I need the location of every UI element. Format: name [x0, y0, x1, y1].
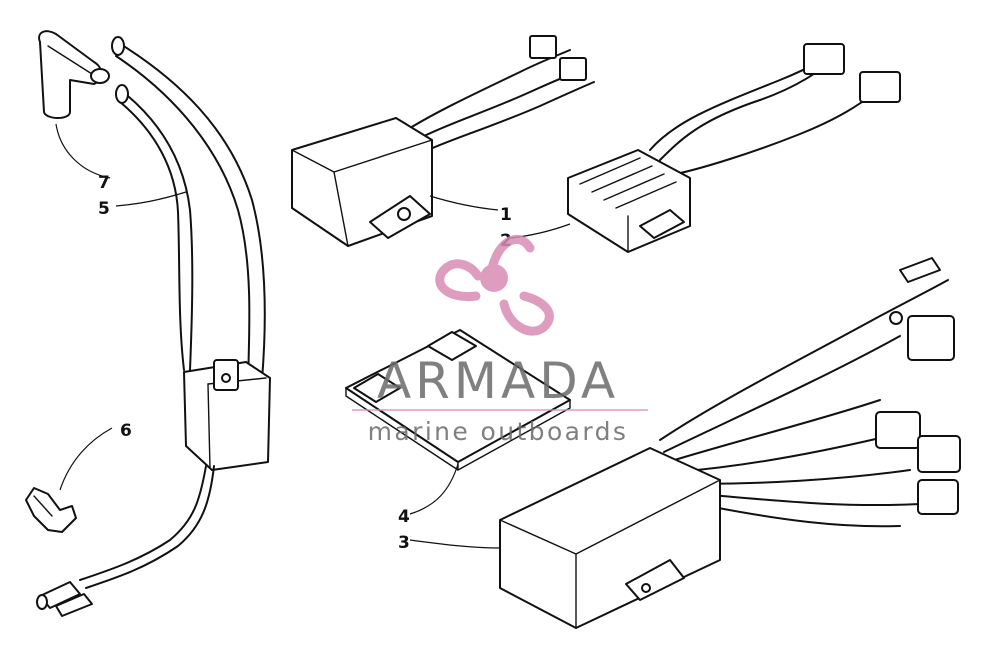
callout-1: 1 [500, 205, 512, 225]
armada-watermark: ARMADA marine outboards [352, 234, 648, 446]
ring-terminal [889, 311, 903, 325]
harness-connector-d [917, 479, 959, 515]
cdi-connector-b [559, 57, 587, 81]
wiring-harness [659, 257, 961, 528]
harness-connector-a [907, 315, 955, 361]
ht-lead-d [119, 101, 185, 371]
regulator-connector-b [859, 71, 901, 103]
coil-lead-lower [79, 465, 207, 581]
control-box [499, 447, 721, 629]
leader-6 [59, 427, 113, 491]
ignition-coil-body [183, 361, 271, 471]
ht-lead-a [113, 39, 266, 381]
cable-clip [25, 487, 77, 533]
leader-3 [409, 539, 501, 549]
leader-7 [55, 123, 111, 179]
ht-lead-c [117, 87, 194, 371]
cdi-connector-a [529, 35, 557, 59]
callout-7: 7 [98, 173, 110, 193]
harness-connector-c [917, 435, 961, 473]
circuit-board [345, 329, 571, 471]
leader-5 [115, 191, 187, 207]
harness-bullet-connector [899, 257, 941, 283]
callout-5: 5 [98, 199, 110, 219]
propeller-logo-icon [435, 234, 554, 336]
watermark-tagline: marine outboards [368, 417, 629, 446]
callout-4: 4 [398, 507, 410, 527]
callout-6: 6 [120, 421, 132, 441]
callout-3: 3 [398, 533, 410, 553]
bullet-connector-b [55, 593, 93, 617]
leader-4 [409, 463, 459, 515]
spark-plug-cap [38, 30, 110, 119]
regulator-connector-a [803, 43, 845, 75]
ht-lead-b [115, 55, 251, 381]
leader-1 [429, 195, 499, 211]
ignition-coil-assembly [36, 30, 271, 617]
cdi-unit [291, 35, 595, 247]
rectifier-regulator [567, 43, 901, 253]
harness-connector-b [875, 411, 921, 449]
watermark-brand: ARMADA [377, 352, 619, 410]
